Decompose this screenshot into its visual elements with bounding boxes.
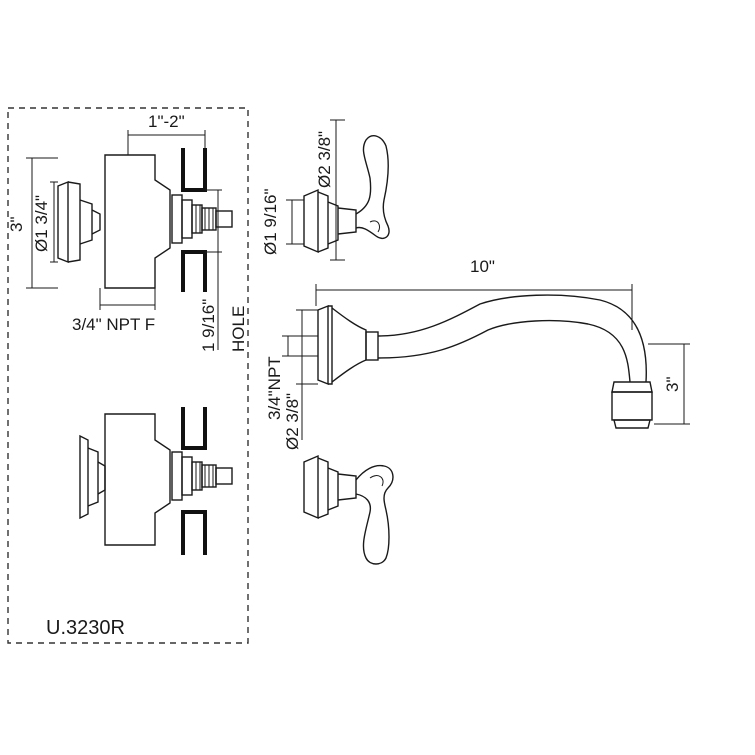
wall-range-label: 1"-2"	[148, 112, 185, 131]
inlet-thread-label: 3/4" NPT F	[72, 315, 155, 334]
valve-top-dimensions: 1"-2" 3" Ø1 3/4" 3/4" NPT F 1 9/16" HOLE	[7, 112, 248, 352]
handle-top-dimensions: Ø2 3/8" Ø1 9/16"	[261, 119, 345, 261]
spout-rise-label: 3"	[663, 377, 682, 393]
flange-dia-label: Ø1 3/4"	[32, 195, 51, 252]
flange-height-label: 3"	[7, 217, 26, 233]
spout-length-label: 10"	[470, 257, 495, 276]
handle-bottom	[303, 454, 394, 565]
spout	[317, 294, 653, 429]
handle-top	[303, 135, 390, 254]
spout-dimensions: 10" 3" 3/4"NPT Ø2 3/8"	[265, 257, 690, 450]
rough-in-box	[7, 107, 249, 644]
hole-label: HOLE	[229, 306, 248, 352]
spout-thread-label: 3/4"NPT	[265, 356, 284, 420]
valve-top	[57, 148, 233, 292]
model-number: U.3230R	[46, 617, 125, 639]
spout-flange-dia-label: Ø2 3/8"	[283, 393, 302, 450]
handle-base-dia-label: Ø1 9/16"	[261, 188, 280, 255]
handle-height-label: Ø2 3/8"	[315, 131, 334, 188]
valve-bottom	[79, 407, 233, 555]
hole-size-label: 1 9/16"	[199, 299, 218, 352]
